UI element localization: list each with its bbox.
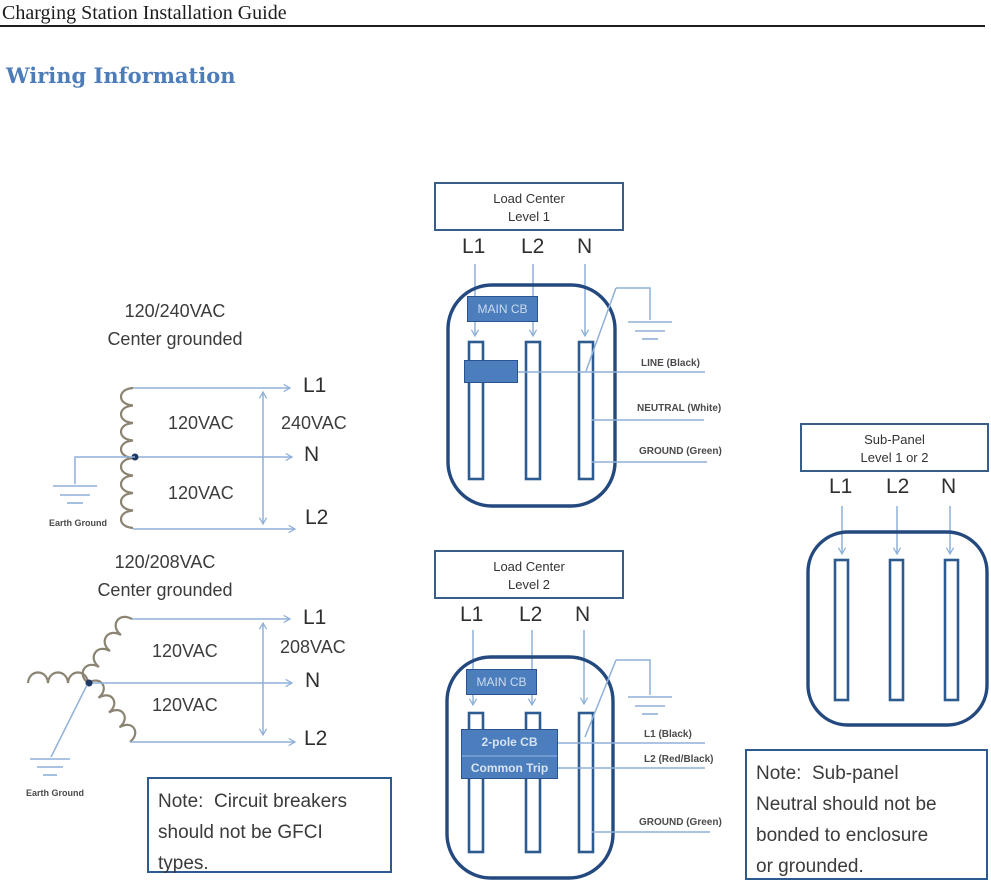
earth-ground-icon: [628, 696, 672, 715]
load-center-1-title-line2: Level 1: [508, 209, 550, 224]
transformer-240-terminal-l1: L1: [303, 374, 327, 397]
ground-wire: [50, 684, 88, 758]
load-center-2-title-line1: Load Center: [493, 559, 565, 574]
center-tap-dot: [85, 679, 93, 687]
document-header-title: Charging Station Installation Guide: [2, 2, 287, 24]
section-heading: Wiring Information: [6, 63, 236, 88]
transformer-208-title-line1: 120/208VAC: [114, 552, 216, 572]
neutral-bond-wire: [585, 287, 617, 372]
load-center-1-terminal-l1: L1: [462, 235, 486, 258]
transformer-240-diagram: [53, 383, 297, 534]
transformer-240-upper-voltage: 120VAC: [168, 413, 234, 433]
bus-bar-n: [577, 711, 595, 854]
bus-bar-n: [943, 558, 960, 702]
load-center-1-terminal-l2: L2: [521, 235, 545, 258]
transformer-240-terminal-l2: L2: [305, 506, 329, 529]
load-center-2-terminal-l2: L2: [519, 603, 543, 626]
load-center-2-main-breaker: MAIN CB: [466, 669, 537, 695]
load-center-2-title-box: Load Center Level 2: [434, 550, 624, 599]
coil-icon: [119, 386, 134, 530]
transformer-208-terminal-n: N: [305, 669, 321, 692]
transformer-240-title-line1: 120/240VAC: [124, 301, 226, 321]
coil-icon: [26, 671, 90, 684]
transformer-240-title-line2: Center grounded: [107, 329, 243, 349]
sub-panel-terminal-n: N: [941, 475, 957, 498]
transformer-240-terminal-n: N: [304, 443, 320, 466]
coil-icon: [81, 615, 133, 684]
load-center-1-branch-breaker: [464, 360, 518, 383]
enclosure-ground-wire: [616, 659, 651, 695]
transformer-208-total-voltage: 208VAC: [280, 637, 346, 657]
sub-panel-diagram: [806, 506, 989, 727]
load-center-1-main-breaker: MAIN CB: [467, 296, 538, 322]
two-pole-cb-label: 2-pole CB: [481, 735, 538, 749]
sub-panel-terminal-l2: L2: [886, 475, 910, 498]
transformer-240-earth-ground-label: Earth Ground: [49, 518, 107, 528]
load-center-2-terminal-n: N: [575, 603, 591, 626]
enclosure-ground-wire: [616, 287, 651, 320]
ground-wire: [74, 456, 135, 484]
load-center-1-diagram: [446, 264, 707, 508]
earth-ground-icon: [53, 485, 97, 504]
panel-enclosure: [806, 530, 989, 727]
panel-enclosure: [446, 283, 617, 508]
load-center-2-l2-wire-label: L2 (Red/Black): [644, 754, 714, 765]
earth-ground-icon: [628, 321, 672, 340]
load-center-2-ground-wire-label: GROUND (Green): [639, 817, 722, 828]
sub-panel-title-line2: Level 1 or 2: [860, 450, 929, 465]
transformer-240-total-voltage: 240VAC: [281, 413, 347, 433]
load-center-1-line-wire-label: LINE (Black): [641, 358, 700, 369]
header-divider: [0, 25, 985, 27]
transformer-240-lower-voltage: 120VAC: [168, 483, 234, 503]
load-center-1-neutral-wire-label: NEUTRAL (White): [637, 403, 722, 414]
bus-bar-l2: [888, 558, 905, 702]
common-trip-label: Common Trip: [462, 755, 557, 779]
load-center-2-l1-wire-label: L1 (Black): [644, 729, 692, 740]
transformer-208-lower-voltage: 120VAC: [152, 695, 218, 715]
coil-icon: [87, 679, 137, 743]
sub-panel-terminal-l1: L1: [829, 475, 853, 498]
load-center-2-title-line2: Level 2: [508, 577, 550, 592]
transformer-208-diagram: [26, 614, 297, 776]
transformer-208-title-line2: Center grounded: [97, 580, 233, 600]
gfci-note: Note: Circuit breakers should not be GFC…: [147, 777, 392, 874]
bus-bar-l2: [524, 340, 542, 481]
load-center-1-ground-wire-label: GROUND (Green): [639, 446, 722, 457]
load-center-2-two-pole-breaker: 2-pole CB Common Trip: [461, 729, 558, 779]
load-center-2-terminal-l1: L1: [460, 603, 484, 626]
load-center-1-terminal-n: N: [577, 235, 593, 258]
sub-panel-title-line1: Sub-Panel: [864, 432, 925, 447]
neutral-bond-wire: [584, 659, 617, 738]
transformer-208-terminal-l1: L1: [303, 606, 327, 629]
bus-bar-l1: [833, 558, 850, 702]
sub-panel-note: Note: Sub-panel Neutral should not be bo…: [745, 749, 988, 880]
bus-bar-n: [577, 340, 595, 481]
earth-ground-icon: [30, 758, 70, 776]
transformer-208-earth-ground-label: Earth Ground: [26, 788, 84, 798]
transformer-208-upper-voltage: 120VAC: [152, 641, 218, 661]
load-center-1-title-line1: Load Center: [493, 191, 565, 206]
load-center-1-title-box: Load Center Level 1: [434, 182, 624, 231]
transformer-208-terminal-l2: L2: [304, 727, 328, 750]
sub-panel-title-box: Sub-Panel Level 1 or 2: [800, 423, 989, 472]
